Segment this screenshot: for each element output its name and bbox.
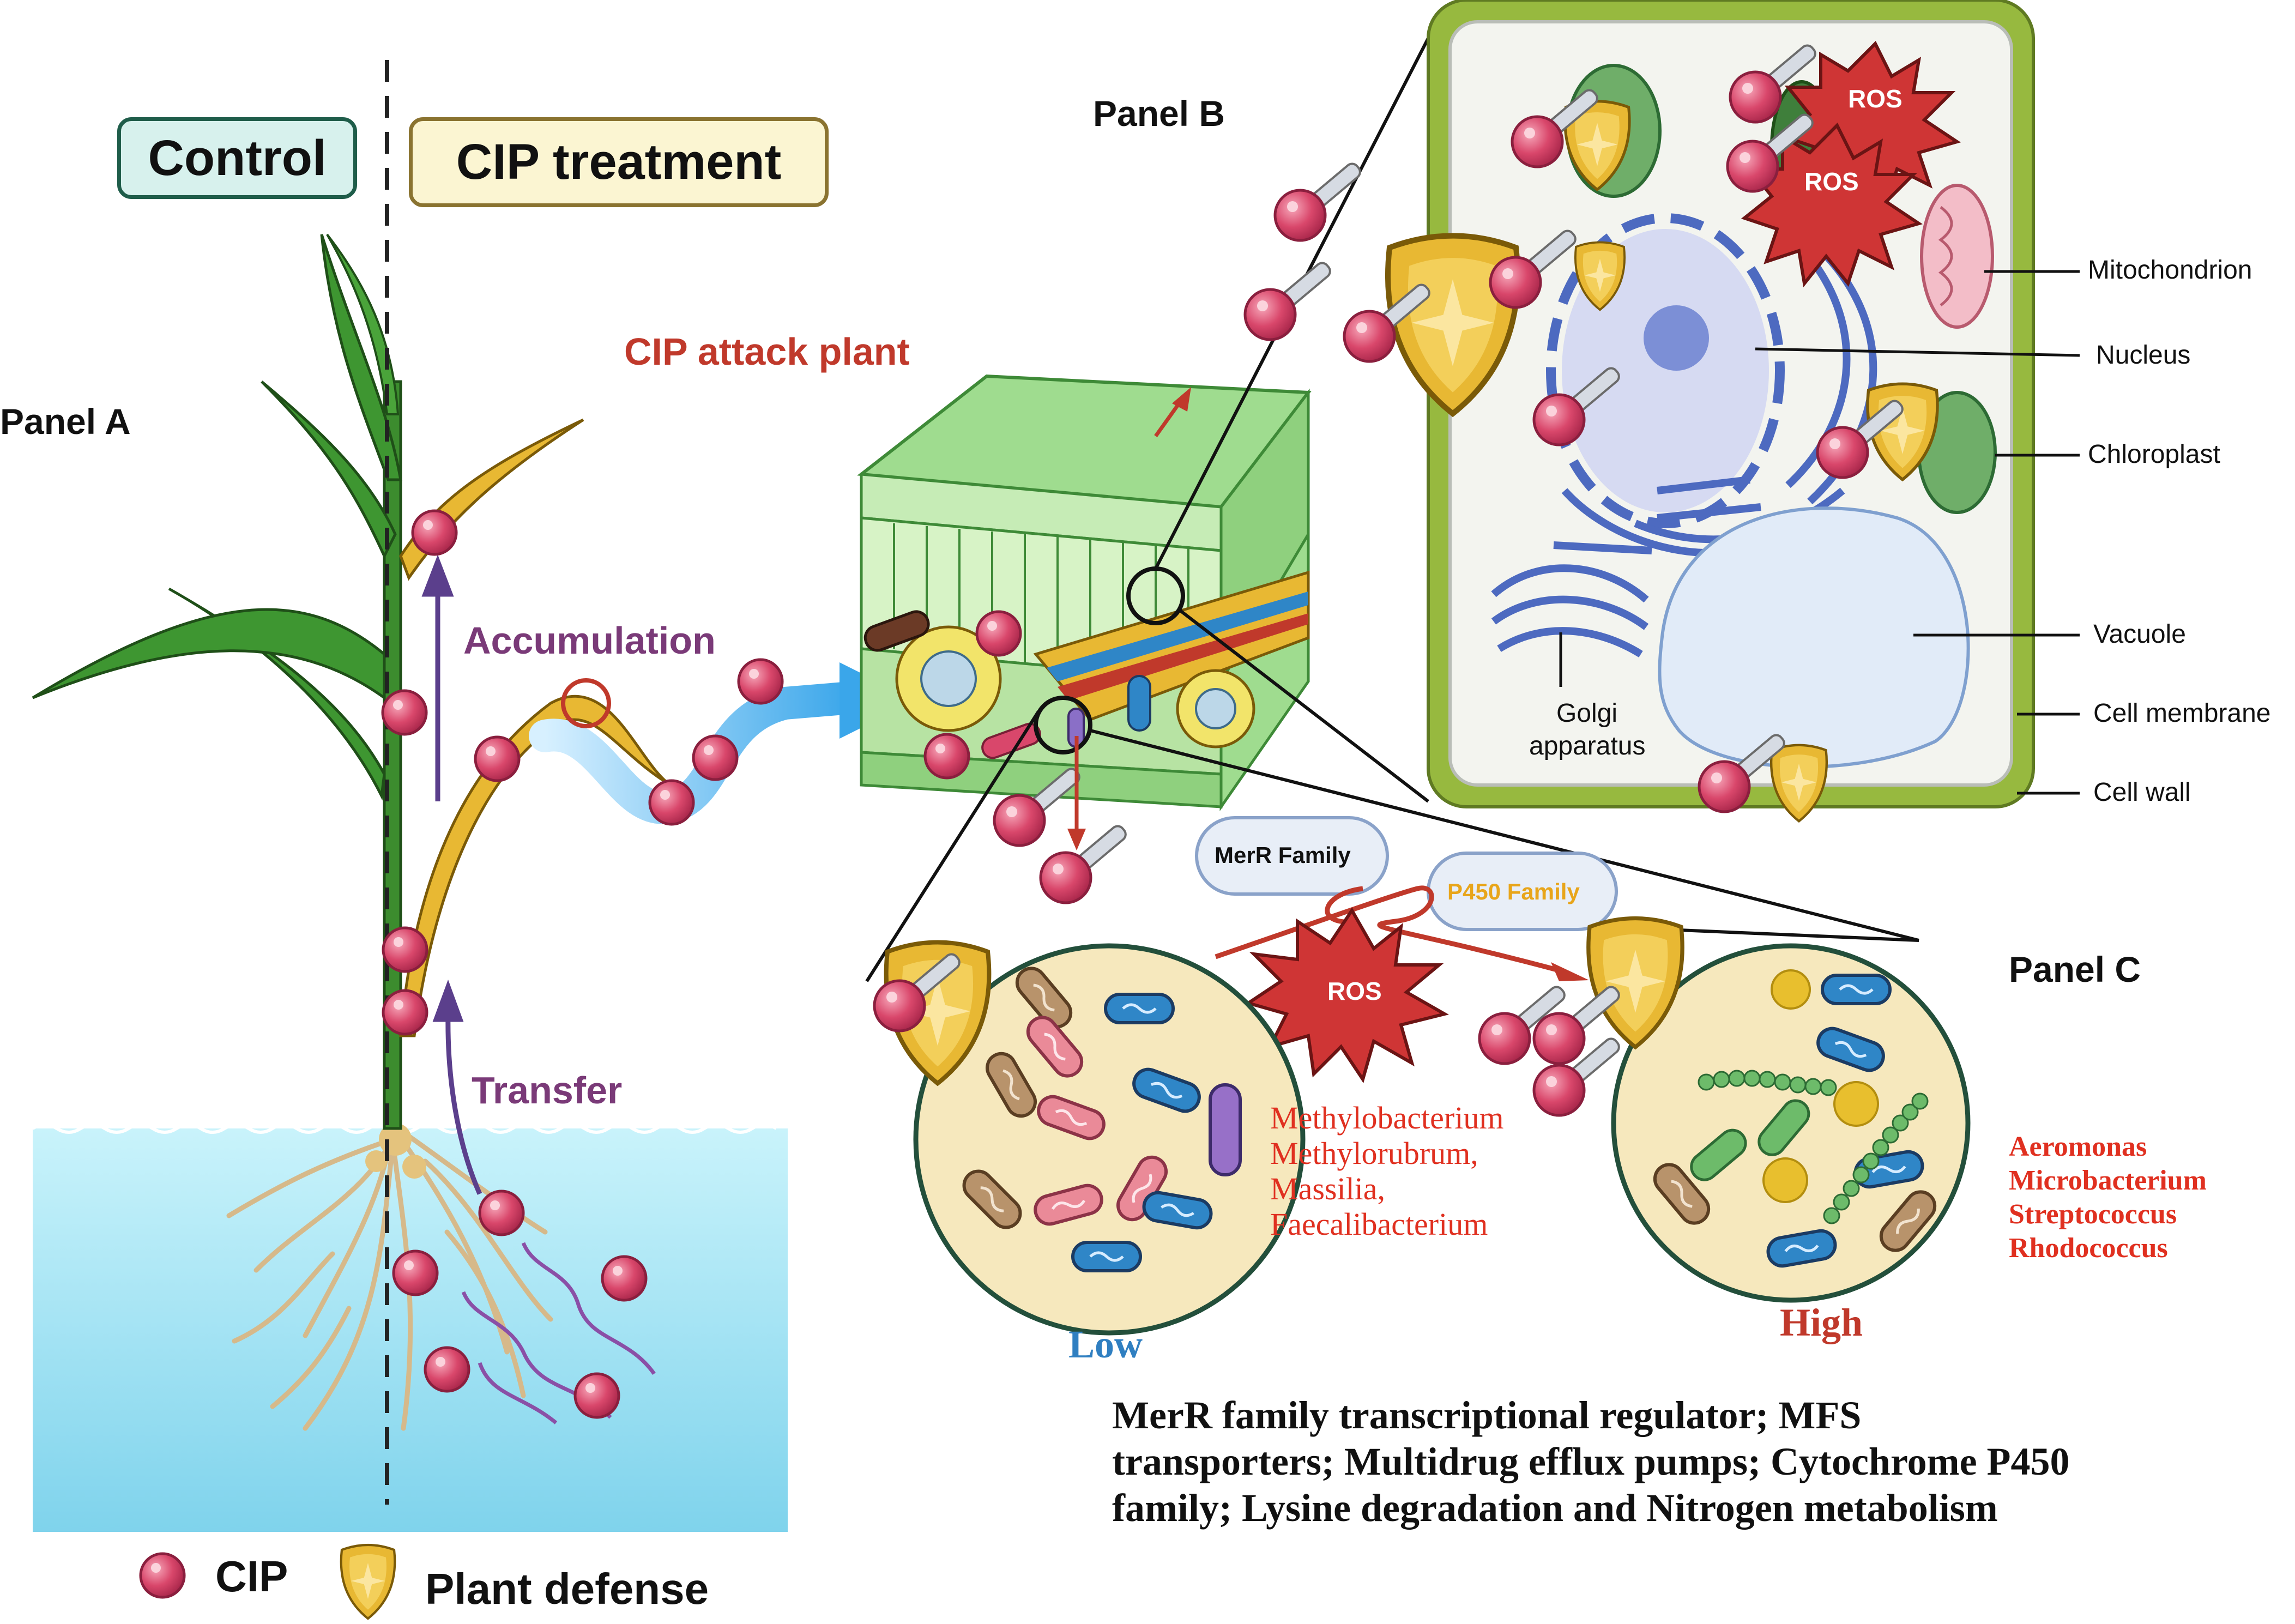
control-label: Control <box>117 117 357 199</box>
cell-label-cell-wall: Cell wall <box>2093 778 2191 807</box>
leaf-cross-section <box>857 374 1312 811</box>
high-taxon-2: Microbacterium <box>2009 1165 2207 1196</box>
cell-label-vacuole: Vacuole <box>2093 620 2186 649</box>
transfer-label: Transfer <box>472 1069 623 1112</box>
accumulation-label: Accumulation <box>463 619 716 662</box>
cell-label-mitochondrion: Mitochondrion <box>2088 256 2252 285</box>
low-taxon-3: Massilia, <box>1270 1171 1386 1206</box>
ros-label-3: ROS <box>1327 977 1382 1005</box>
control-label-text: Control <box>148 130 327 186</box>
panel-a-label: Panel A <box>0 401 131 442</box>
legend-cip-icon <box>141 1554 184 1597</box>
cip-attack-label: CIP attack plant <box>624 330 910 373</box>
cell-label-nucleus: Nucleus <box>2096 341 2191 370</box>
cell-label-golgi-line2: apparatus <box>1529 732 1646 760</box>
low-microbiome-circle <box>913 943 1306 1336</box>
high-label: High <box>1780 1301 1863 1344</box>
plant-cell <box>1427 0 2035 808</box>
legend-defense-label: Plant defense <box>425 1565 709 1613</box>
cip-treatment-label-text: CIP treatment <box>456 134 782 190</box>
high-taxon-4: Rhodococcus <box>2009 1233 2168 1264</box>
cell-label-golgi-line1: Golgi <box>1556 699 1618 728</box>
p450-family-label: P450 Family <box>1447 879 1580 904</box>
ros-label-1: ROS <box>1848 84 1903 113</box>
high-taxon-1: Aeromonas <box>2009 1131 2147 1162</box>
summary-line-2: transporters; Multidrug efflux pumps; Cy… <box>1112 1440 2070 1483</box>
merr-family-box-bg <box>1195 816 1389 896</box>
ros-label-2: ROS <box>1804 167 1859 196</box>
ros-burst-panel-c <box>1244 907 1449 1084</box>
cell-label-chloroplast: Chloroplast <box>2088 440 2220 469</box>
low-taxon-1: Methylobacterium <box>1270 1100 1504 1136</box>
merr-family-label: MerR Family <box>1215 842 1351 868</box>
low-label: Low <box>1068 1323 1143 1366</box>
process-arrows <box>421 554 482 1195</box>
high-taxon-3: Streptococcus <box>2009 1199 2177 1230</box>
cell-label-leaders <box>1559 270 2080 795</box>
legend-shield-icon <box>341 1545 395 1619</box>
summary-line-3: family; Lysine degradation and Nitrogen … <box>1112 1486 1998 1530</box>
legend-cip-label: CIP <box>215 1552 288 1601</box>
summary-line-1: MerR family transcriptional regulator; M… <box>1112 1393 1862 1437</box>
panel-c-label: Panel C <box>2009 949 2141 989</box>
low-taxon-4: Faecalibacterium <box>1270 1206 1488 1242</box>
high-microbiome-circle <box>1611 943 1971 1303</box>
cell-label-cell-membrane: Cell membrane <box>2093 699 2271 728</box>
low-taxon-2: Methylorubrum, <box>1270 1136 1478 1171</box>
magnify-circle <box>561 678 611 728</box>
cip-treatment-label: CIP treatment <box>409 117 829 207</box>
panel-b-label: Panel B <box>1093 93 1225 134</box>
